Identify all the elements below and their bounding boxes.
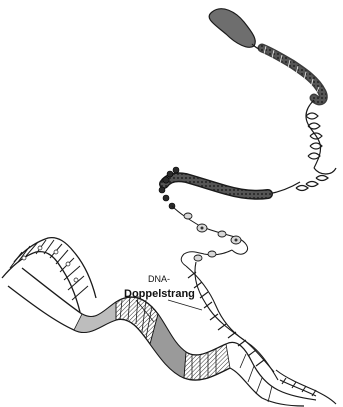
beads-on-string [172, 206, 248, 266]
supercoiled-fiber [262, 46, 323, 101]
dna-ladder [2, 238, 96, 312]
chromatid-arm [209, 9, 255, 48]
dna-label-line2: Doppelstrang [124, 288, 195, 300]
dna-helix-lower [186, 262, 336, 404]
solenoid-fiber [159, 167, 268, 209]
dna-label-line1: DNA- [148, 274, 170, 284]
coiled-fiber-right [268, 100, 336, 194]
